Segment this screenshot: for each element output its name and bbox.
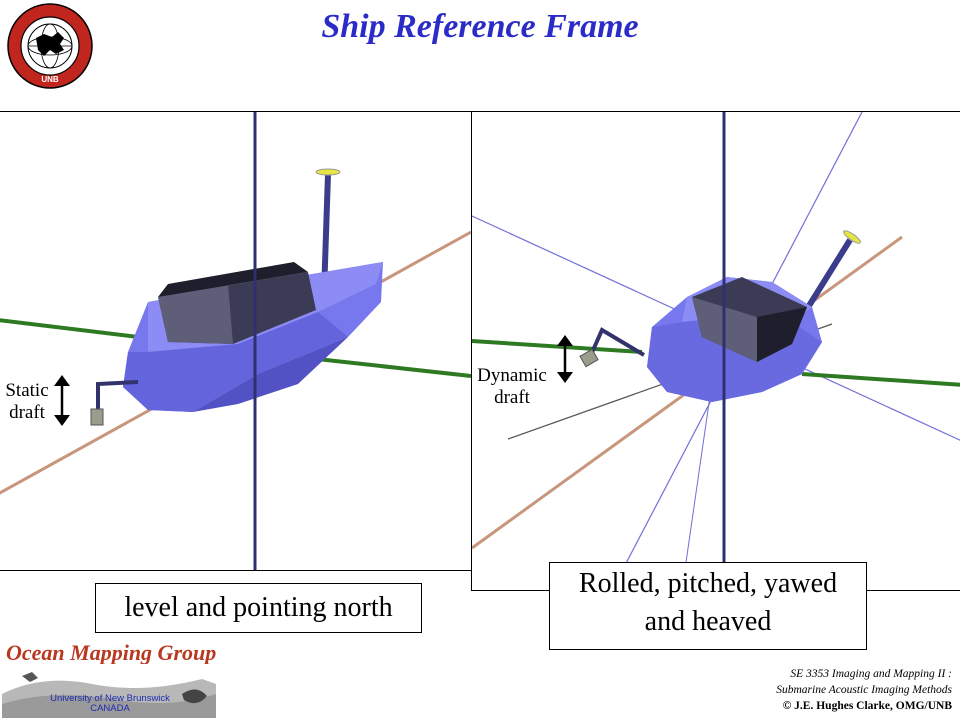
rolled-caption: Rolled, pitched, yawed and heaved: [549, 562, 867, 650]
transducer-arm: [96, 380, 139, 412]
antenna: [843, 230, 861, 244]
course-line1: SE 3353 Imaging and Mapping II :: [790, 668, 952, 680]
antenna: [315, 168, 341, 176]
transducer: [90, 408, 104, 426]
y-axis-line-far: [801, 372, 960, 387]
transducer-arm: [588, 327, 646, 358]
rolled-caption-line2: and heaved: [644, 606, 772, 637]
university-name: University of New Brunswick: [50, 693, 170, 704]
moving-ship-scene: [472, 112, 960, 590]
rolled-caption-line1: Rolled, pitched, yawed: [578, 568, 838, 599]
fish-icon: [22, 672, 38, 682]
level-ship-panel: Static draft: [0, 111, 472, 571]
dynamic-label-line1: Dynamic: [477, 365, 547, 386]
mast: [799, 238, 853, 319]
course-info: SE 3353 Imaging and Mapping II : Submari…: [776, 666, 952, 714]
logo-unb-text: UNB: [41, 75, 59, 84]
dynamic-draft-label: Dynamic draft: [472, 365, 554, 409]
static-draft-label: Static draft: [2, 380, 52, 424]
moving-ship-panel: Dynamic draft: [471, 111, 960, 591]
static-label-line1: Static: [5, 380, 49, 401]
unb-caption: University of New Brunswick CANADA: [40, 694, 180, 714]
page-title: Ship Reference Frame: [321, 8, 639, 45]
unb-geodesy-logo: UNB: [7, 3, 93, 89]
copyright: © J.E. Hughes Clarke, OMG/UNB: [782, 700, 952, 712]
rotated-axis-4: [681, 381, 713, 590]
y-axis-line: [472, 339, 643, 354]
level-caption: level and pointing north: [95, 583, 422, 633]
vessel-icon: [182, 689, 207, 704]
y-axis-line: [0, 318, 139, 339]
level-ship-scene: [0, 112, 471, 570]
ocean-mapping-group-name: Ocean Mapping Group: [6, 640, 217, 665]
transducer: [579, 348, 599, 368]
y-axis-line-far: [307, 356, 471, 378]
country-name: CANADA: [90, 703, 130, 714]
dynamic-label-line2: draft: [494, 387, 530, 408]
static-label-line2: draft: [9, 402, 45, 423]
course-line2: Submarine Acoustic Imaging Methods: [776, 684, 952, 696]
omg-logo-graphic: [2, 664, 216, 718]
